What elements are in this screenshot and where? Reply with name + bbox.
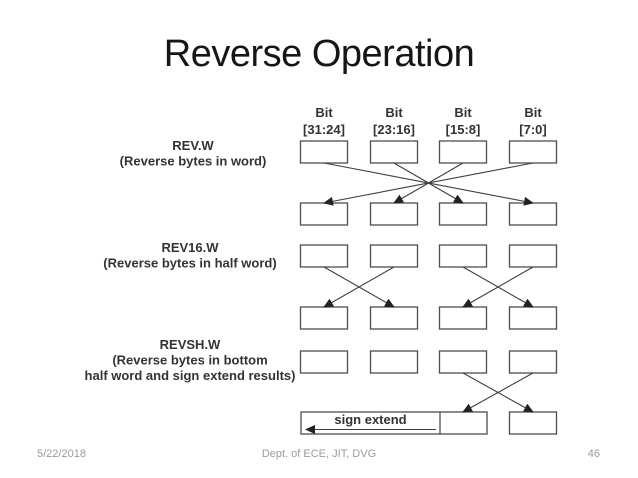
svg-text:sign extend: sign extend [334,412,406,427]
svg-text:Bit: Bit [524,105,542,120]
footer-page-number: 46 [587,448,600,460]
svg-text:REV16.W: REV16.W [161,240,219,255]
svg-text:REVSH.W: REVSH.W [160,337,221,352]
svg-text:Bit: Bit [385,105,403,120]
slide-title: Reverse Operation [163,33,475,75]
svg-text:[23:16]: [23:16] [373,122,415,137]
svg-text:REV.W: REV.W [172,138,214,153]
footer-department: Dept. of ECE, JIT, DVG [261,448,377,460]
svg-text:[31:24]: [31:24] [303,122,345,137]
svg-text:[15:8]: [15:8] [446,122,481,137]
svg-text:Bit: Bit [454,105,472,120]
svg-text:[7:0]: [7:0] [519,122,546,137]
svg-text:(Reverse bytes in bottom: (Reverse bytes in bottom [112,353,267,368]
svg-text:(Reverse bytes in word): (Reverse bytes in word) [120,154,267,169]
svg-text:half word and sign extend resu: half word and sign extend results) [85,368,296,383]
svg-text:Bit: Bit [315,105,333,120]
footer-date: 5/22/2018 [37,448,86,460]
svg-text:(Reverse bytes in half word): (Reverse bytes in half word) [103,256,276,271]
